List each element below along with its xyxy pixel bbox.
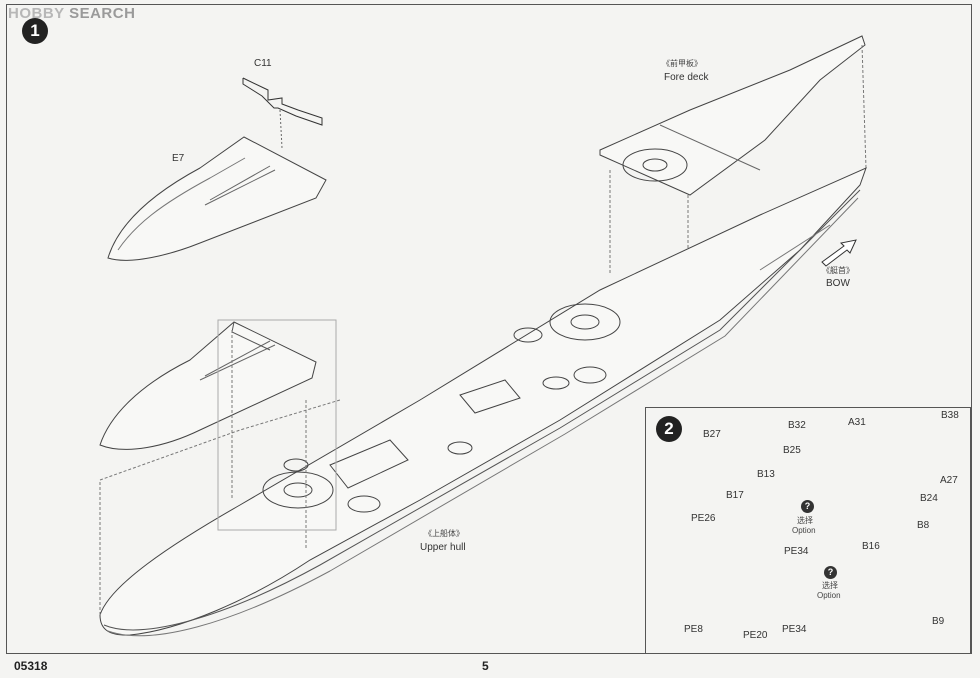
part-mid-deck	[99, 321, 317, 450]
label-pe34-top: PE34	[784, 546, 809, 557]
step-2-inset	[645, 407, 971, 654]
label-b25: B25	[783, 445, 801, 456]
label-pe34-bottom: PE34	[782, 624, 807, 635]
label-b32: B32	[788, 420, 806, 431]
watermark-hobby: HOBBY	[8, 5, 65, 22]
watermark: HOBBY SEARCH	[8, 5, 135, 22]
label-a31: A31	[848, 417, 866, 428]
label-b38: B38	[941, 410, 959, 421]
label-bow-cn: 《艇首》	[822, 266, 854, 275]
page-number: 5	[482, 659, 489, 673]
label-option-1-cn: 选择	[797, 516, 813, 525]
label-e7: E7	[172, 153, 185, 164]
label-fore-deck: Fore deck	[664, 72, 709, 83]
part-e7	[107, 136, 327, 261]
label-b16: B16	[862, 541, 880, 552]
watermark-search: SEARCH	[69, 5, 136, 22]
label-b24: B24	[920, 493, 938, 504]
page-frame	[6, 4, 972, 654]
label-option-1: Option	[792, 526, 816, 535]
product-code: 05318	[14, 659, 48, 673]
label-c11: C11	[254, 58, 272, 69]
label-option-2: Option	[817, 591, 841, 600]
label-a27: A27	[940, 475, 958, 486]
part-upper-hull	[99, 167, 867, 637]
bow-arrow	[821, 239, 857, 267]
step-2-badge: 2	[656, 416, 682, 442]
step-1-badge: 1	[22, 18, 48, 44]
label-pe20: PE20	[743, 630, 768, 641]
label-pe8: PE8	[684, 624, 703, 635]
label-b13: B13	[757, 469, 775, 480]
label-b8: B8	[917, 520, 930, 531]
part-c11	[242, 77, 323, 149]
label-b17: B17	[726, 490, 744, 501]
label-option-2-cn: 选择	[822, 581, 838, 590]
label-bow: BOW	[826, 278, 850, 289]
label-upper-hull-cn: 《上船体》	[424, 529, 464, 538]
label-b27: B27	[703, 429, 721, 440]
label-pe26: PE26	[691, 513, 716, 524]
label-b9: B9	[932, 616, 945, 627]
option-2-icon: ?	[824, 566, 837, 579]
option-1-icon: ?	[801, 500, 814, 513]
label-fore-deck-cn: 《前甲板》	[662, 59, 702, 68]
label-upper-hull: Upper hull	[420, 542, 466, 553]
